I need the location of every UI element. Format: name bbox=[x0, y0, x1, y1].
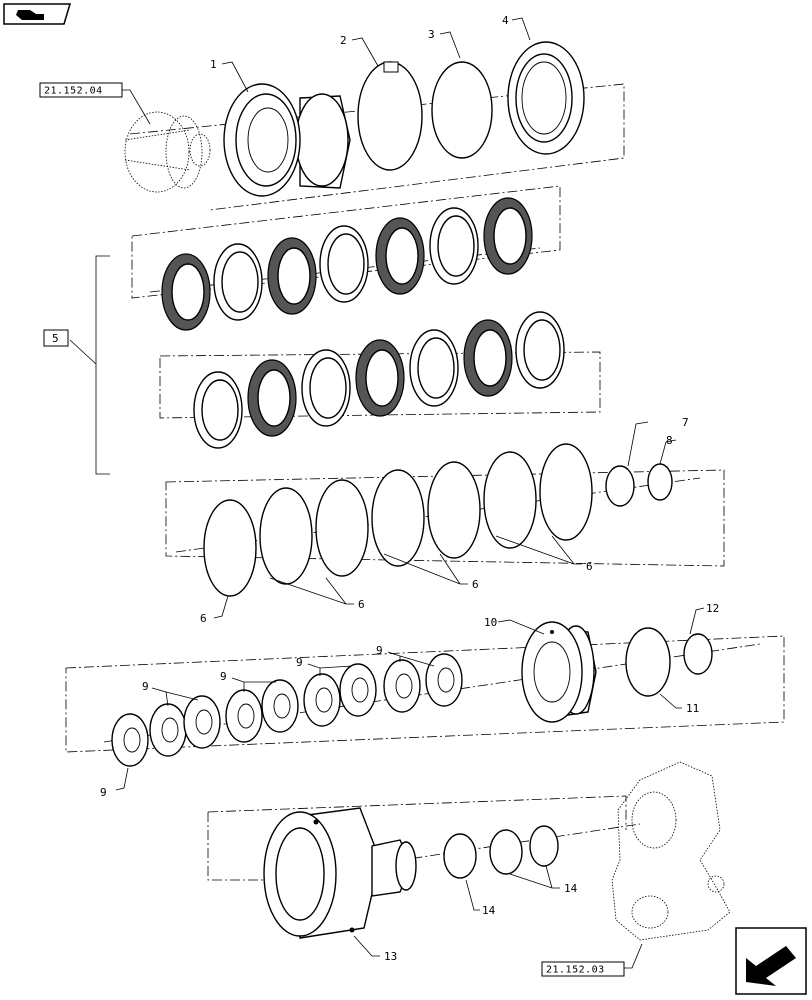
callout-13: 13 bbox=[384, 950, 397, 963]
row-4-washers: 9 9 9 9 9 10 11 12 bbox=[65, 602, 785, 799]
callout-7: 7 bbox=[682, 416, 689, 429]
part-7-small-ring[interactable] bbox=[605, 465, 635, 507]
group-label: 5 bbox=[52, 332, 59, 345]
part-2-snap-ring[interactable] bbox=[357, 61, 423, 171]
callout-6-c: 6 bbox=[472, 578, 479, 591]
callout-14-b: 14 bbox=[564, 882, 578, 895]
callout-12: 12 bbox=[706, 602, 719, 615]
row-5-housing: 21.152.03 13 14 14 bbox=[207, 761, 731, 977]
part-10-piston[interactable] bbox=[521, 621, 597, 723]
callout-6-b: 6 bbox=[358, 598, 365, 611]
reference-label-bottom-right: 21.152.03 bbox=[546, 965, 605, 976]
part-4-gear-ring[interactable] bbox=[507, 41, 585, 155]
part-14-snap-rings[interactable] bbox=[443, 825, 559, 879]
callout-9-b: 9 bbox=[142, 680, 149, 693]
callout-11: 11 bbox=[686, 702, 699, 715]
callout-14-a: 14 bbox=[482, 904, 496, 917]
callout-9-a: 9 bbox=[100, 786, 107, 799]
group-5-clutch-plates: 5 bbox=[43, 185, 601, 475]
callout-6-d: 6 bbox=[586, 560, 593, 573]
callout-6-a: 6 bbox=[200, 612, 207, 625]
part-11-seal-ring[interactable] bbox=[625, 627, 671, 697]
callout-4: 4 bbox=[502, 14, 509, 27]
reference-box-bottom-right[interactable]: 21.152.03 bbox=[541, 961, 625, 977]
next-page-arrow-icon[interactable] bbox=[735, 927, 807, 995]
part-13-clutch-housing[interactable] bbox=[263, 807, 417, 939]
row-3-rings: 6 6 6 6 7 8 bbox=[165, 416, 725, 625]
external-shaft-hub bbox=[124, 111, 211, 193]
callout-1: 1 bbox=[210, 58, 217, 71]
callout-9-d: 9 bbox=[296, 656, 303, 669]
reference-label-top-left: 21.152.04 bbox=[44, 86, 103, 97]
external-transmission-case bbox=[611, 761, 731, 941]
part-9-washers[interactable] bbox=[111, 653, 463, 767]
plates-row-b[interactable] bbox=[193, 311, 565, 449]
callout-2: 2 bbox=[340, 34, 347, 47]
callout-8: 8 bbox=[666, 434, 673, 447]
part-3-circlip[interactable] bbox=[431, 61, 493, 159]
part-6-rings[interactable] bbox=[203, 443, 593, 597]
part-8-small-ring[interactable] bbox=[647, 463, 673, 501]
reference-box-top-left[interactable]: 21.152.04 bbox=[39, 82, 123, 98]
callout-10: 10 bbox=[484, 616, 497, 629]
callout-9-e: 9 bbox=[376, 644, 383, 657]
book-icon[interactable] bbox=[3, 3, 72, 25]
part-12-seal-ring[interactable] bbox=[683, 633, 713, 675]
plates-row-a[interactable] bbox=[161, 197, 533, 331]
callout-3: 3 bbox=[428, 28, 435, 41]
group-label-box[interactable]: 5 bbox=[43, 329, 69, 347]
part-1-gear-hub[interactable] bbox=[223, 83, 351, 197]
row-1-group: 21.152.04 bbox=[39, 14, 625, 211]
callout-9-c: 9 bbox=[220, 670, 227, 683]
